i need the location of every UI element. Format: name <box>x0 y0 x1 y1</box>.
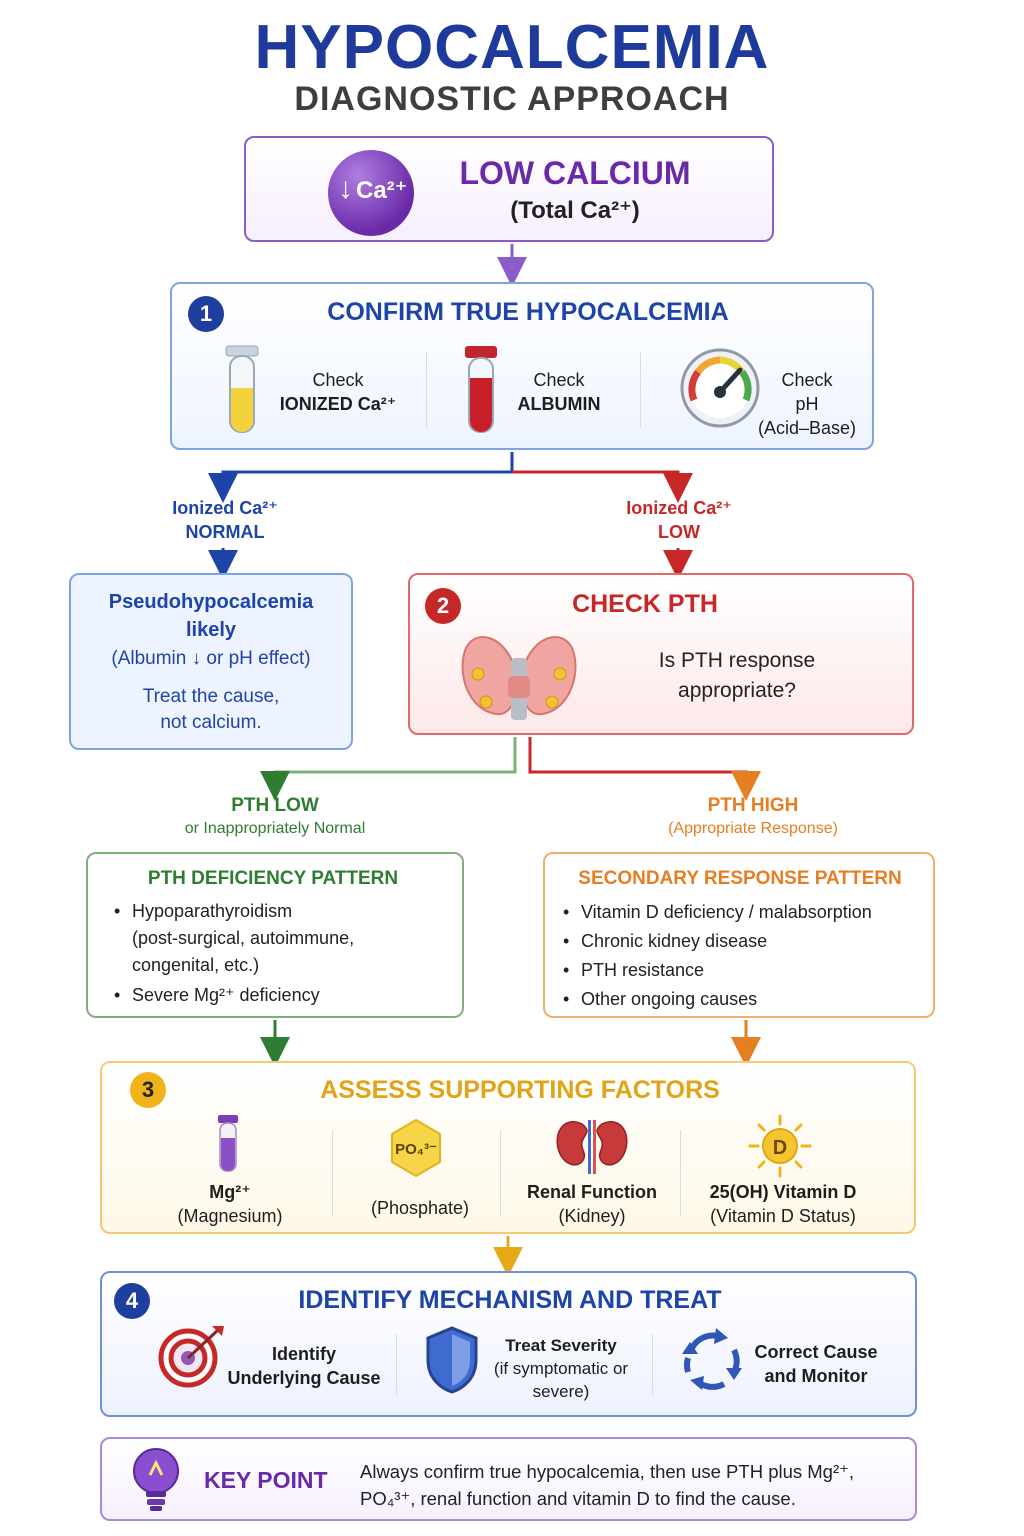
factor-vitamin-d-label: 25(OH) Vitamin D (Vitamin D Status) <box>709 1182 857 1226</box>
step2-number: 2 <box>425 588 461 624</box>
low-calcium-title: LOW CALCIUM <box>459 155 691 191</box>
step1-title: CONFIRM TRUE HYPOCALCEMIA <box>327 298 729 326</box>
lightbulb-icon <box>133 1448 179 1511</box>
step3-number: 3 <box>130 1072 166 1108</box>
magnesium-tube-icon <box>218 1115 238 1172</box>
secondary-item: Vitamin D deficiency / malabsorption <box>563 898 927 927</box>
arrow-step1-to-normal <box>208 452 514 503</box>
deficiency-title: PTH DEFICIENCY PATTERN <box>147 868 399 889</box>
page-subtitle: DIAGNOSTIC APPROACH <box>294 80 730 118</box>
step1-divider-2 <box>640 352 641 428</box>
low-calcium-subtitle: (Total Ca²⁺) <box>510 197 640 224</box>
step3-divider-2 <box>500 1130 501 1216</box>
key-point-box <box>100 1437 917 1521</box>
step2-title: CHECK PTH <box>572 590 718 618</box>
key-point-text: Always confirm true hypocalcemia, then u… <box>360 1461 855 1509</box>
shield-icon <box>426 1326 478 1394</box>
step3-divider-1 <box>332 1130 333 1216</box>
check-albumin-label: Check ALBUMIN <box>517 370 601 414</box>
step4-title: IDENTIFY MECHANISM AND TREAT <box>298 1286 722 1314</box>
factor-magnesium-label: Mg²⁺ (Magnesium) <box>177 1182 283 1226</box>
svg-text:D: D <box>773 1137 787 1159</box>
factor-renal-label: Renal Function (Kidney) <box>527 1182 657 1226</box>
yellow-test-tube-icon <box>225 345 259 433</box>
secondary-item: Other ongoing causes <box>563 985 927 1014</box>
svg-text:PO₄³⁻: PO₄³⁻ <box>395 1141 437 1158</box>
key-point-label: KEY POINT <box>204 1467 328 1493</box>
branch-ionized-normal: Ionized Ca²⁺NORMAL <box>172 498 278 542</box>
step1-box <box>170 282 874 450</box>
step4-divider-1 <box>396 1334 397 1396</box>
low-calcium-box <box>244 136 774 242</box>
step3-title: ASSESS SUPPORTING FACTORS <box>320 1076 720 1104</box>
step4-box <box>100 1271 917 1417</box>
phosphate-icon: PO₄³⁻ <box>391 1118 441 1178</box>
pseudo-advice: Treat the cause,not calcium. <box>142 686 280 733</box>
pseudohypocalcemia-box <box>69 573 353 750</box>
check-ionized-label: Check IONIZED Ca²⁺ <box>279 370 397 414</box>
factor-phosphate-label: (Phosphate) <box>370 1198 470 1218</box>
step1-number: 1 <box>188 296 224 332</box>
calcium-down-icon: ↓ Ca²⁺ <box>328 150 414 236</box>
secondary-item: PTH resistance <box>563 956 927 985</box>
arrow-step1-to-low <box>512 470 693 503</box>
vitamin-d-sun-icon: D <box>748 1114 812 1178</box>
arrow-pth-to-low <box>260 737 517 801</box>
step4-number: 4 <box>114 1283 150 1319</box>
parathyroid-gland-icon <box>461 636 577 720</box>
red-test-tube-icon <box>465 346 497 433</box>
branch-pth-high: PTH HIGH (Appropriate Response) <box>668 795 838 837</box>
step4-divider-2 <box>652 1334 653 1396</box>
secondary-item: Chronic kidney disease <box>563 927 927 956</box>
check-ph-label: Check pH (Acid–Base) <box>757 370 857 438</box>
deficiency-item-hypoparathyroidism: Hypoparathyroidism (post-surgical, autoi… <box>114 898 454 979</box>
kidney-icon <box>556 1120 628 1174</box>
deficiency-item-mg: Severe Mg²⁺ deficiency <box>114 982 454 1009</box>
branch-ionized-low: Ionized Ca²⁺LOW <box>626 498 732 542</box>
secondary-title: SECONDARY RESPONSE PATTERN <box>578 868 902 889</box>
step3-divider-3 <box>680 1130 681 1216</box>
pseudo-note: (Albumin ↓ or pH effect) <box>111 648 311 669</box>
page-title: HYPOCALCEMIA <box>254 13 770 82</box>
arrow-pth-to-high <box>528 737 761 801</box>
cycle-arrows-icon <box>682 1328 742 1390</box>
secondary-list: Vitamin D deficiency / malabsorption Chr… <box>563 898 927 1014</box>
action-treat-label: Treat Severity (if symptomatic or severe… <box>493 1336 629 1401</box>
ph-gauge-icon <box>680 348 760 428</box>
branch-pth-low: PTH LOW or Inappropriately Normal <box>184 795 366 837</box>
deficiency-list: Hypoparathyroidism (post-surgical, autoi… <box>114 898 454 1009</box>
step1-divider-1 <box>426 352 427 428</box>
target-icon <box>158 1326 224 1388</box>
